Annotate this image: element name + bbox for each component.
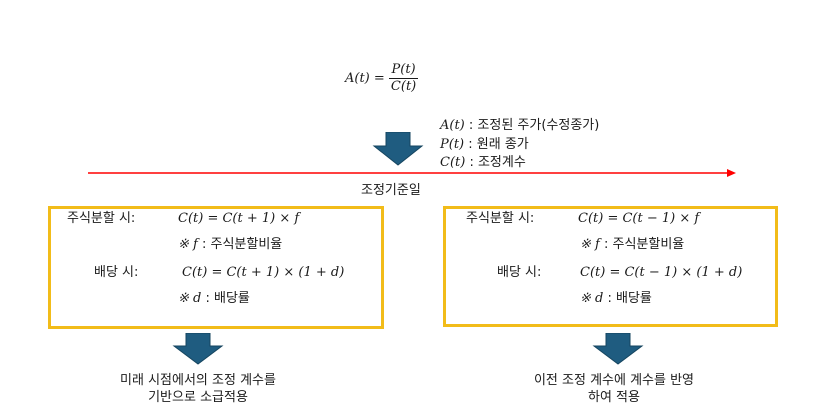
- legend-c: C(t) : 조정계수: [440, 154, 526, 171]
- timeline-label: 조정기준일: [361, 183, 421, 198]
- formula-numerator: P(t): [388, 62, 419, 79]
- right-dividend-note-text: : 배당률: [603, 291, 652, 306]
- right-dividend-label: 배당 시:: [497, 265, 542, 280]
- left-dividend-note: ※ d : 배당률: [178, 290, 250, 307]
- legend-p-symbol: P(t): [440, 137, 465, 152]
- main-formula: A(t) = P(t) C(t): [345, 62, 419, 95]
- left-split-label: 주식분할 시:: [67, 211, 136, 226]
- right-caption-line2: 하여 적용: [588, 390, 640, 405]
- top-down-arrow-icon: [372, 132, 424, 166]
- left-dividend-note-text: : 배당률: [201, 291, 250, 306]
- left-split-note-symbol: ※ f: [178, 237, 198, 252]
- formula-denominator: C(t): [390, 79, 417, 94]
- right-box: [443, 206, 778, 327]
- left-caption-line2: 기반으로 소급적용: [148, 390, 248, 405]
- right-down-arrow-icon: [592, 333, 644, 365]
- right-caption-line1: 이전 조정 계수에 계수를 반영: [533, 373, 695, 388]
- right-dividend-note-symbol: ※ d: [580, 291, 604, 306]
- legend-a-text: : 조정된 주가(수정종가): [464, 118, 600, 133]
- left-dividend-note-symbol: ※ d: [178, 291, 202, 306]
- formula-fraction: P(t) C(t): [388, 62, 419, 95]
- left-caption-line1: 미래 시점에서의 조정 계수를: [120, 373, 276, 388]
- left-split-formula: C(t) = C(t + 1) × f: [178, 211, 300, 226]
- left-dividend-formula: C(t) = C(t + 1) × (1 + d): [182, 265, 345, 280]
- legend-c-text: : 조정계수: [465, 155, 526, 170]
- formula-lhs: A(t) =: [345, 71, 385, 86]
- right-split-label: 주식분할 시:: [466, 211, 535, 226]
- left-dividend-label: 배당 시:: [94, 265, 139, 280]
- legend-a: A(t) : 조정된 주가(수정종가): [440, 117, 599, 134]
- legend-a-symbol: A(t): [440, 118, 465, 133]
- right-split-note-text: : 주식분할비율: [599, 237, 685, 252]
- left-split-note-text: : 주식분할비율: [197, 237, 283, 252]
- right-split-note: ※ f : 주식분할비율: [580, 236, 684, 253]
- right-split-note-symbol: ※ f: [580, 237, 600, 252]
- right-caption: 이전 조정 계수에 계수를 반영 하여 적용: [484, 372, 744, 406]
- timeline-arrow: [88, 169, 736, 177]
- timeline-arrowhead-icon: [727, 169, 736, 177]
- left-box: [48, 206, 384, 329]
- legend-p: P(t) : 원래 종가: [440, 136, 529, 153]
- legend-p-text: : 원래 종가: [464, 137, 529, 152]
- left-caption: 미래 시점에서의 조정 계수를 기반으로 소급적용: [68, 372, 328, 406]
- right-dividend-note: ※ d : 배당률: [580, 290, 652, 307]
- left-down-arrow-icon: [172, 333, 224, 365]
- left-split-note: ※ f : 주식분할비율: [178, 236, 282, 253]
- right-dividend-formula: C(t) = C(t − 1) × (1 + d): [580, 265, 743, 280]
- right-split-formula: C(t) = C(t − 1) × f: [578, 211, 700, 226]
- legend-c-symbol: C(t): [440, 155, 466, 170]
